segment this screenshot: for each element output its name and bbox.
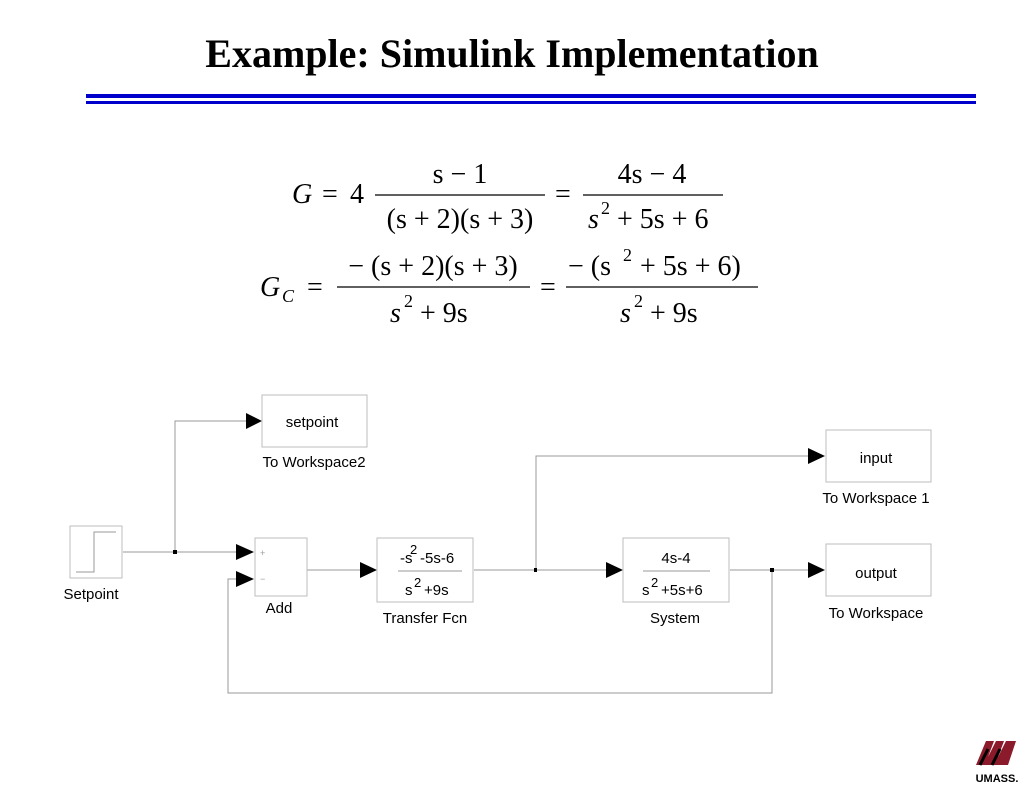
eq-g-lhs: G bbox=[292, 179, 312, 210]
eq-gc-den1-rest: + 9s bbox=[420, 298, 468, 329]
system-den-exp: 2 bbox=[651, 575, 658, 590]
setpoint-step-block[interactable]: Setpoint bbox=[63, 525, 123, 603]
arrowhead-to-workspace bbox=[808, 562, 825, 578]
transfer-fcn-den-exp: 2 bbox=[414, 575, 421, 590]
arrowhead-to-workspace1 bbox=[808, 448, 825, 464]
eq-gc-den1-s: s bbox=[390, 298, 401, 329]
eq-gc-lhs-sub: C bbox=[282, 286, 295, 306]
eq-gc-den2-rest: + 9s bbox=[650, 298, 698, 329]
eq-g-num1: s − 1 bbox=[433, 159, 488, 190]
transfer-fcn-num-pre: -s bbox=[400, 550, 413, 567]
eq-gc-equals-1: = bbox=[307, 272, 323, 303]
step-icon bbox=[76, 531, 116, 573]
slide-title: Example: Simulink Implementation bbox=[205, 31, 819, 76]
eq-gc-num2-rest: + 5s + 6) bbox=[640, 251, 741, 282]
to-workspace-label: To Workspace bbox=[829, 605, 924, 622]
add-block[interactable]: + − Add bbox=[254, 537, 308, 617]
eq-gc-den2-exp: 2 bbox=[634, 291, 643, 311]
add-label: Add bbox=[266, 600, 293, 617]
to-workspace-block[interactable]: output To Workspace bbox=[825, 543, 932, 622]
transfer-fcn-num-exp: 2 bbox=[410, 542, 417, 557]
to-workspace-variable: output bbox=[855, 565, 898, 582]
eq-g-den2-rest: + 5s + 6 bbox=[617, 204, 708, 235]
branch-point-input bbox=[534, 568, 537, 572]
wires bbox=[123, 420, 810, 694]
setpoint-label: Setpoint bbox=[63, 586, 119, 603]
branch-point-setpoint bbox=[173, 550, 177, 554]
umass-logo-mark bbox=[976, 741, 1016, 765]
transfer-fcn-den-s: s bbox=[405, 582, 413, 599]
arrowhead-to-workspace2 bbox=[246, 413, 262, 429]
add-port-minus: − bbox=[260, 574, 265, 584]
eq-g-equals-2: = bbox=[555, 179, 571, 210]
title-rule-bottom bbox=[86, 101, 976, 104]
equation-g: G = 4 s − 1 (s + 2)(s + 3) = 4s − 4 s 2 … bbox=[292, 159, 723, 235]
eq-gc-num2-pre: − (s bbox=[568, 251, 611, 282]
eq-g-equals-1: = bbox=[322, 179, 338, 210]
branch-point-output bbox=[770, 568, 774, 572]
to-workspace2-variable: setpoint bbox=[286, 414, 339, 431]
system-block[interactable]: 4s-4 s 2 +5s+6 System bbox=[622, 537, 730, 627]
transfer-fcn-num-rest: -5s-6 bbox=[420, 550, 454, 567]
umass-logo-text: UMASS. bbox=[976, 773, 1019, 785]
system-den-s: s bbox=[642, 582, 650, 599]
to-workspace1-block[interactable]: input To Workspace 1 bbox=[822, 429, 932, 507]
to-workspace1-variable: input bbox=[860, 450, 893, 467]
to-workspace2-label: To Workspace2 bbox=[262, 454, 365, 471]
equation-gc: G C = − (s + 2)(s + 3) s 2 + 9s = − (s 2… bbox=[260, 245, 758, 329]
eq-g-den1: (s + 2)(s + 3) bbox=[387, 204, 534, 235]
transfer-fcn-den-rest: +9s bbox=[424, 582, 449, 599]
eq-gc-num2-exp: 2 bbox=[623, 245, 632, 265]
wire-feedback bbox=[227, 570, 773, 694]
transfer-fcn-block[interactable]: -s 2 -5s-6 s 2 +9s Transfer Fcn bbox=[376, 537, 474, 627]
to-workspace2-block[interactable]: setpoint To Workspace2 bbox=[261, 394, 368, 471]
system-den-rest: +5s+6 bbox=[661, 582, 703, 599]
eq-g-den2-s: s bbox=[588, 204, 599, 235]
eq-gc-lhs: G bbox=[260, 272, 280, 303]
add-port-plus: + bbox=[260, 548, 265, 558]
arrowhead-transfer-fcn bbox=[360, 562, 377, 578]
wire-setpoint-to-workspace2 bbox=[174, 420, 246, 552]
eq-g-den2-exp: 2 bbox=[601, 198, 610, 218]
umass-logo: UMASS. bbox=[976, 741, 1019, 785]
wire-branch-to-workspace1 bbox=[535, 455, 810, 570]
eq-g-gain: 4 bbox=[350, 179, 364, 210]
eq-gc-den2-s: s bbox=[620, 298, 631, 329]
eq-gc-equals-2: = bbox=[540, 272, 556, 303]
to-workspace1-label: To Workspace 1 bbox=[822, 490, 929, 507]
eq-gc-num1: − (s + 2)(s + 3) bbox=[348, 251, 517, 282]
arrowhead-add-plus bbox=[236, 544, 254, 560]
arrowhead-system bbox=[606, 562, 623, 578]
system-num: 4s-4 bbox=[661, 550, 690, 567]
arrowhead-add-minus bbox=[236, 571, 254, 587]
transfer-fcn-label: Transfer Fcn bbox=[383, 610, 467, 627]
eq-gc-den1-exp: 2 bbox=[404, 291, 413, 311]
eq-g-num2: 4s − 4 bbox=[618, 159, 687, 190]
title-rule-top bbox=[86, 94, 976, 98]
system-label: System bbox=[650, 610, 700, 627]
